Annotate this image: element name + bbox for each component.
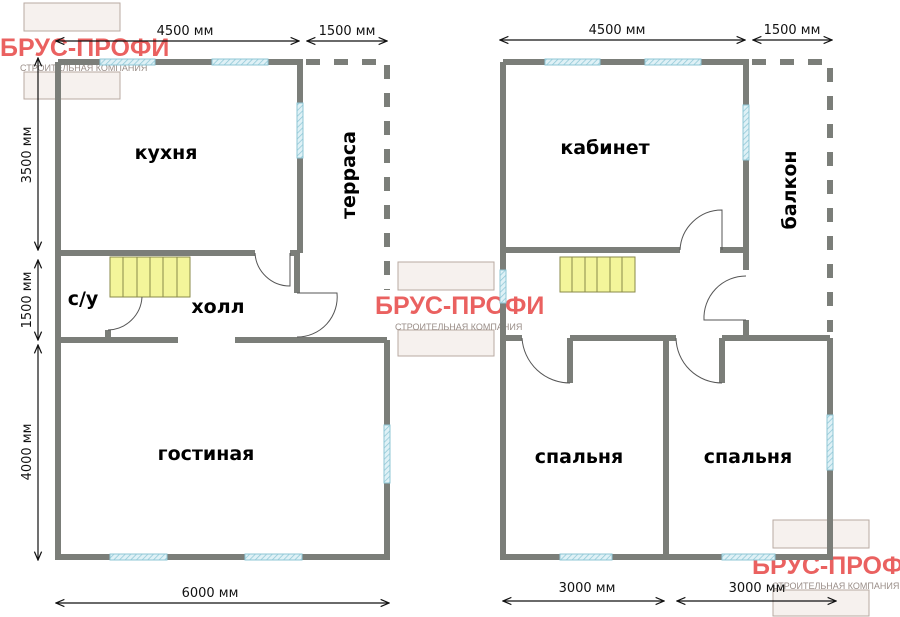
window [99, 58, 156, 66]
room-label-terrace: терраса [338, 131, 360, 219]
stairs [109, 256, 191, 298]
door-study [679, 209, 723, 251]
door-bedroom-1 [521, 337, 571, 384]
room-label-hall: холл [191, 296, 244, 318]
room-label-balcony: балкон [779, 150, 801, 229]
dim-top-main: 4500 мм [589, 23, 646, 38]
svg-text:СТРОИТЕЛЬНАЯ КОМПАНИЯ: СТРОИТЕЛЬНАЯ КОМПАНИЯ [772, 581, 899, 591]
logo-watermark-top-left: БРУС-ПРОФИ СТРОИТЕЛЬНАЯ КОМПАНИЯ [0, 2, 169, 100]
room-label-bedroom-1: спальня [535, 446, 623, 468]
door-bathroom [107, 296, 143, 331]
door-kitchen [254, 252, 291, 287]
room-label-study: кабинет [560, 137, 649, 159]
window [499, 269, 507, 304]
dim-top-main: 4500 мм [157, 24, 214, 39]
window [644, 58, 702, 66]
window [296, 102, 304, 159]
window [826, 414, 834, 471]
stairs [559, 256, 636, 293]
room-label-living: гостиная [158, 443, 255, 465]
logo-watermark-center: БРУС-ПРОФИ СТРОИТЕЛЬНАЯ КОМПАНИЯ [375, 261, 544, 357]
dim-left-2: 1500 мм [20, 272, 35, 329]
window [721, 553, 776, 561]
dim-left-3: 4000 мм [20, 424, 35, 481]
window [544, 58, 601, 66]
dim-bottom: 6000 мм [182, 586, 239, 601]
window [383, 424, 391, 484]
dim-top-terrace: 1500 мм [319, 24, 376, 39]
window [244, 553, 303, 561]
dim-left-1: 3500 мм [20, 127, 35, 184]
floor-1-plan: кухня терраса с/у холл гостиная 4500 мм … [20, 24, 391, 603]
room-label-kitchen: кухня [135, 142, 198, 164]
window [109, 553, 168, 561]
svg-text:БРУС-ПРОФИ: БРУС-ПРОФИ [375, 292, 544, 320]
floor-2-plan: кабинет балкон спальня спальня 4500 мм 1… [500, 23, 836, 601]
door-balcony [703, 275, 747, 321]
door-bedroom-2 [675, 337, 723, 384]
svg-text:БРУС-ПРОФИ: БРУС-ПРОФИ [0, 34, 169, 62]
dim-bottom-1: 3000 мм [559, 581, 616, 596]
door-terrace [296, 292, 338, 338]
svg-text:СТРОИТЕЛЬНАЯ КОМПАНИЯ: СТРОИТЕЛЬНАЯ КОМПАНИЯ [20, 63, 147, 73]
svg-text:СТРОИТЕЛЬНАЯ КОМПАНИЯ: СТРОИТЕЛЬНАЯ КОМПАНИЯ [395, 322, 522, 332]
window [742, 104, 750, 161]
room-label-bedroom-2: спальня [704, 446, 792, 468]
dim-bottom-2: 3000 мм [729, 581, 786, 596]
window [211, 58, 269, 66]
window [559, 553, 613, 561]
dim-top-balcony: 1500 мм [764, 23, 821, 38]
room-label-bathroom: с/у [68, 288, 99, 310]
